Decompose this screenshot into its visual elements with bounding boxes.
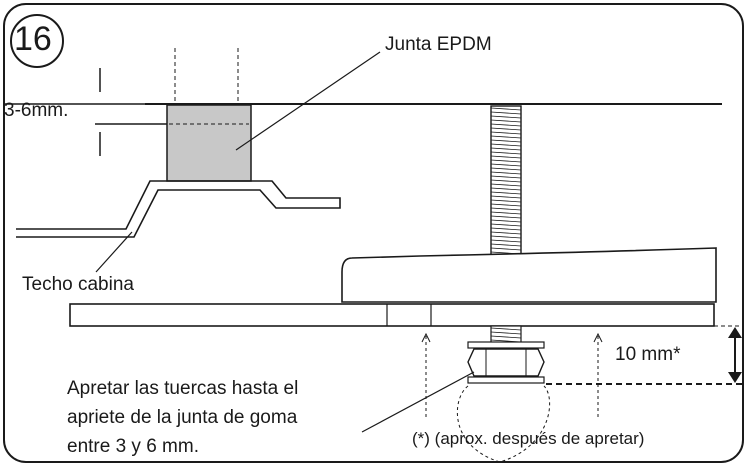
guide-arrow-right-head [593,332,603,343]
bolt-thread-line [490,191,522,195]
bolt-thread-line [490,143,522,147]
bolt-thread-line [490,247,522,251]
bolt-thread-line [490,127,522,131]
bolt-thread-line [490,179,522,183]
bolt-thread-line [490,207,522,211]
bolt-thread-line [490,155,522,159]
bolt-thread-line [490,195,522,199]
instruction-leader [361,371,475,433]
bolt-thread-line [490,219,522,223]
bolt-thread-line [490,183,522,187]
bolt-thread-line [490,147,522,151]
bolt-thread-line [490,335,522,339]
bolt-thread-line [490,175,522,179]
bolt-thread-line [490,235,522,239]
instruction-text: Apretar las tuercas hasta el apriete de … [67,374,367,461]
step-number: 16 [14,20,52,58]
hex-nut [467,348,545,377]
bolt-thread-line [490,163,522,167]
lower-washer [467,376,545,384]
bolt-thread-line [490,123,522,127]
bolt-thread-line [490,151,522,155]
guide-arrow-left-head [421,332,431,343]
instruction-line: entre 3 y 6 mm. [67,436,199,457]
bolt-thread-line [490,111,522,115]
bolt-thread-line [490,135,522,139]
roof-leader [95,231,133,273]
epdm-gasket [166,104,252,182]
step-number-circle [10,14,64,68]
bolt-thread-line [490,331,522,335]
base-plate [69,303,715,327]
bolt-thread-line [490,171,522,175]
distance-arrow-head-bottom [728,372,742,383]
bolt-thread-line [490,131,522,135]
bolt-thread-line [490,199,522,203]
bolt-thread-line [490,231,522,235]
mounting-bracket [341,247,717,303]
bolt-thread-line [490,159,522,163]
instruction-line: Apretar las tuercas hasta el [67,378,299,399]
bolt-thread-line [490,223,522,227]
gasket-label: Junta EPDM [385,34,492,55]
gasket-leader [235,51,381,151]
bolt-thread-line [490,119,522,123]
bolt-thread-line [490,211,522,215]
bolt-thread-line [490,203,522,207]
instruction-line: apriete de la junta de goma [67,407,298,428]
bolt-thread-line [490,115,522,119]
bolt-thread-line [490,139,522,143]
bolt-thread-line [490,215,522,219]
distance-arrow-head-top [728,327,742,338]
bolt-thread-line [490,227,522,231]
upper-washer [467,341,545,349]
bolt-thread-line [490,107,522,111]
bolt-thread-line [490,167,522,171]
cabin-roof-outer [16,180,341,238]
threaded-bolt [490,105,522,257]
cabin-roof-label: Techo cabina [22,274,134,295]
bolt-thread-line [490,187,522,191]
gap-label: 3-6mm. [4,100,69,121]
footnote: (*) (aprox. después de apretar) [412,429,645,448]
distance-label: 10 mm* [615,344,681,365]
bolt-thread-line [490,243,522,247]
bolt-thread-line [490,327,522,331]
bolt-thread-line [490,239,522,243]
